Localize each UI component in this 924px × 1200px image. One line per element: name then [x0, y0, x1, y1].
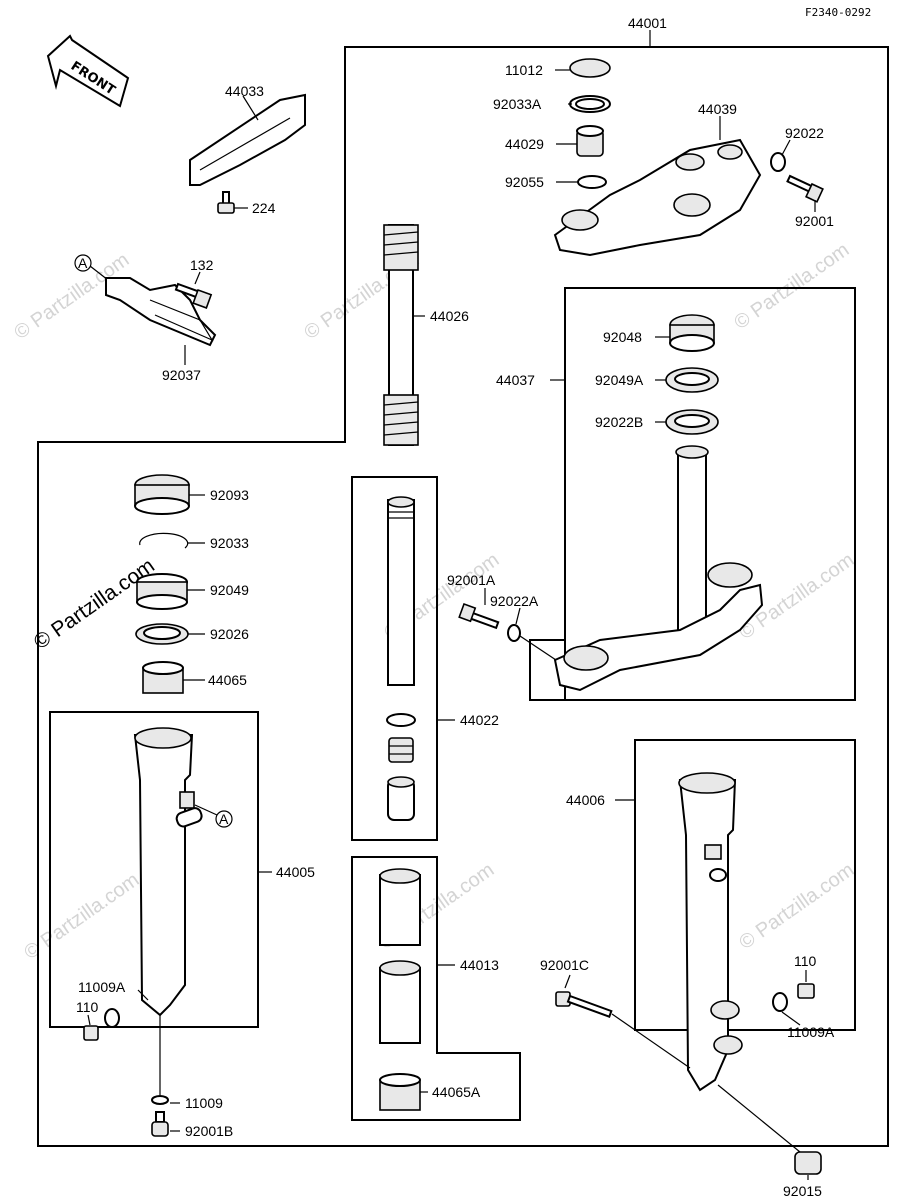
- ring-92033A[interactable]: [569, 95, 611, 113]
- oil-seal-92049[interactable]: [136, 573, 188, 610]
- part-label-44039[interactable]: 44039: [698, 101, 737, 117]
- part-label-44005[interactable]: 44005: [276, 864, 315, 880]
- part-label-44065[interactable]: 44065: [208, 672, 247, 688]
- part-label-44065A[interactable]: 44065A: [432, 1084, 481, 1100]
- left-fork-outer-tube[interactable]: [133, 727, 203, 1017]
- subassembly-box-44037: [564, 287, 856, 701]
- bolt-110-left[interactable]: [83, 1025, 99, 1041]
- nut-92015[interactable]: [794, 1151, 822, 1175]
- washer-92022A[interactable]: [507, 624, 521, 642]
- part-label-92001A[interactable]: 92001A: [447, 572, 496, 588]
- part-label-132[interactable]: 132: [190, 257, 214, 273]
- spring-44026[interactable]: [383, 224, 419, 446]
- part-label-92037[interactable]: 92037: [162, 367, 201, 383]
- part-label-44033[interactable]: 44033: [225, 83, 264, 99]
- assembly-outline-44001: [37, 46, 889, 1147]
- bushing-44065A[interactable]: [379, 1073, 421, 1111]
- washer-11009A-right[interactable]: [772, 992, 788, 1012]
- watermark: © Partzilla.com: [735, 859, 858, 954]
- washer-92026[interactable]: [135, 623, 189, 645]
- slide-bushing[interactable]: [379, 868, 421, 1044]
- part-label-44037[interactable]: 44037: [496, 372, 535, 388]
- part-label-92033A[interactable]: 92033A: [493, 96, 542, 112]
- part-label-92026[interactable]: 92026: [210, 626, 249, 642]
- part-label-92049A[interactable]: 92049A: [595, 372, 644, 388]
- washer-11009A-left[interactable]: [104, 1008, 120, 1028]
- steering-stem-lower-bracket[interactable]: [553, 445, 764, 692]
- bearing-92022B[interactable]: [665, 409, 719, 435]
- part-label-11009A-left[interactable]: 11009A: [78, 979, 126, 995]
- washer-11009[interactable]: [151, 1095, 169, 1105]
- part-label-110-right[interactable]: 110: [794, 953, 817, 969]
- part-label-92022B[interactable]: 92022B: [595, 414, 643, 430]
- bolt-92001A[interactable]: [458, 602, 500, 630]
- part-label-92015[interactable]: 92015: [783, 1183, 822, 1199]
- o-ring-44022[interactable]: [386, 713, 416, 727]
- bracket-92037[interactable]: [105, 277, 217, 347]
- rebound-spring[interactable]: [388, 737, 414, 763]
- part-label-92001B[interactable]: 92001B: [185, 1123, 233, 1139]
- part-label-44013[interactable]: 44013: [460, 957, 499, 973]
- part-label-224[interactable]: 224: [252, 200, 276, 216]
- front-arrow-icon: FRONT: [46, 34, 130, 108]
- part-label-44029[interactable]: 44029: [505, 136, 544, 152]
- dust-seal-92093[interactable]: [134, 474, 190, 515]
- part-label-92048[interactable]: 92048: [603, 329, 642, 345]
- watermark: © Partzilla.com: [730, 239, 853, 334]
- plug-44029[interactable]: [576, 125, 604, 157]
- subassembly-box-44022: [351, 476, 438, 841]
- part-label-92022A[interactable]: 92022A: [490, 593, 539, 609]
- part-label-44026[interactable]: 44026: [430, 308, 469, 324]
- bolt-92001C[interactable]: [555, 991, 613, 1018]
- bolt-92001B[interactable]: [151, 1111, 169, 1137]
- circlip-92033[interactable]: [139, 532, 189, 549]
- oil-lock-piece[interactable]: [387, 776, 415, 821]
- bolt-224[interactable]: [217, 191, 235, 214]
- bearing-92049A[interactable]: [665, 367, 719, 393]
- bolt-132[interactable]: [174, 282, 213, 309]
- part-label-92033[interactable]: 92033: [210, 535, 249, 551]
- bracket-44033[interactable]: [189, 93, 306, 186]
- bolt-92001[interactable]: [786, 174, 824, 203]
- cap-11012[interactable]: [569, 58, 611, 78]
- part-label-92093[interactable]: 92093: [210, 487, 249, 503]
- part-label-44006[interactable]: 44006: [566, 792, 605, 808]
- part-label-11012[interactable]: 11012: [505, 62, 543, 78]
- part-label-92022[interactable]: 92022: [785, 125, 824, 141]
- bolt-110-right[interactable]: [797, 983, 815, 999]
- right-fork-outer-tube[interactable]: [678, 772, 743, 1092]
- part-label-11009[interactable]: 11009: [185, 1095, 223, 1111]
- part-label-92055[interactable]: 92055: [505, 174, 544, 190]
- drawing-code: F2340-0292: [805, 6, 871, 19]
- subassembly-box-44006: [634, 739, 856, 1031]
- bushing-44065[interactable]: [142, 661, 184, 694]
- ref-marker-a-bottom: A: [219, 811, 229, 827]
- part-label-11009A-right[interactable]: 11009A: [787, 1024, 835, 1040]
- part-label-92001C[interactable]: 92001C: [540, 957, 589, 973]
- seal-92048[interactable]: [669, 314, 715, 352]
- subassembly-box-44005: [49, 711, 259, 1028]
- top-clamp-44039[interactable]: [553, 138, 762, 257]
- part-label-44001[interactable]: 44001: [628, 15, 667, 31]
- part-label-92001[interactable]: 92001: [795, 213, 834, 229]
- part-label-92049[interactable]: 92049: [210, 582, 249, 598]
- washer-92022[interactable]: [770, 152, 786, 172]
- part-label-110-left[interactable]: 110: [76, 999, 99, 1015]
- subassembly-box-44013: [351, 856, 521, 1121]
- o-ring-92055[interactable]: [577, 175, 607, 189]
- part-label-44022[interactable]: 44022: [460, 712, 499, 728]
- inner-tube[interactable]: [387, 496, 415, 686]
- ref-marker-a-top: A: [78, 255, 88, 271]
